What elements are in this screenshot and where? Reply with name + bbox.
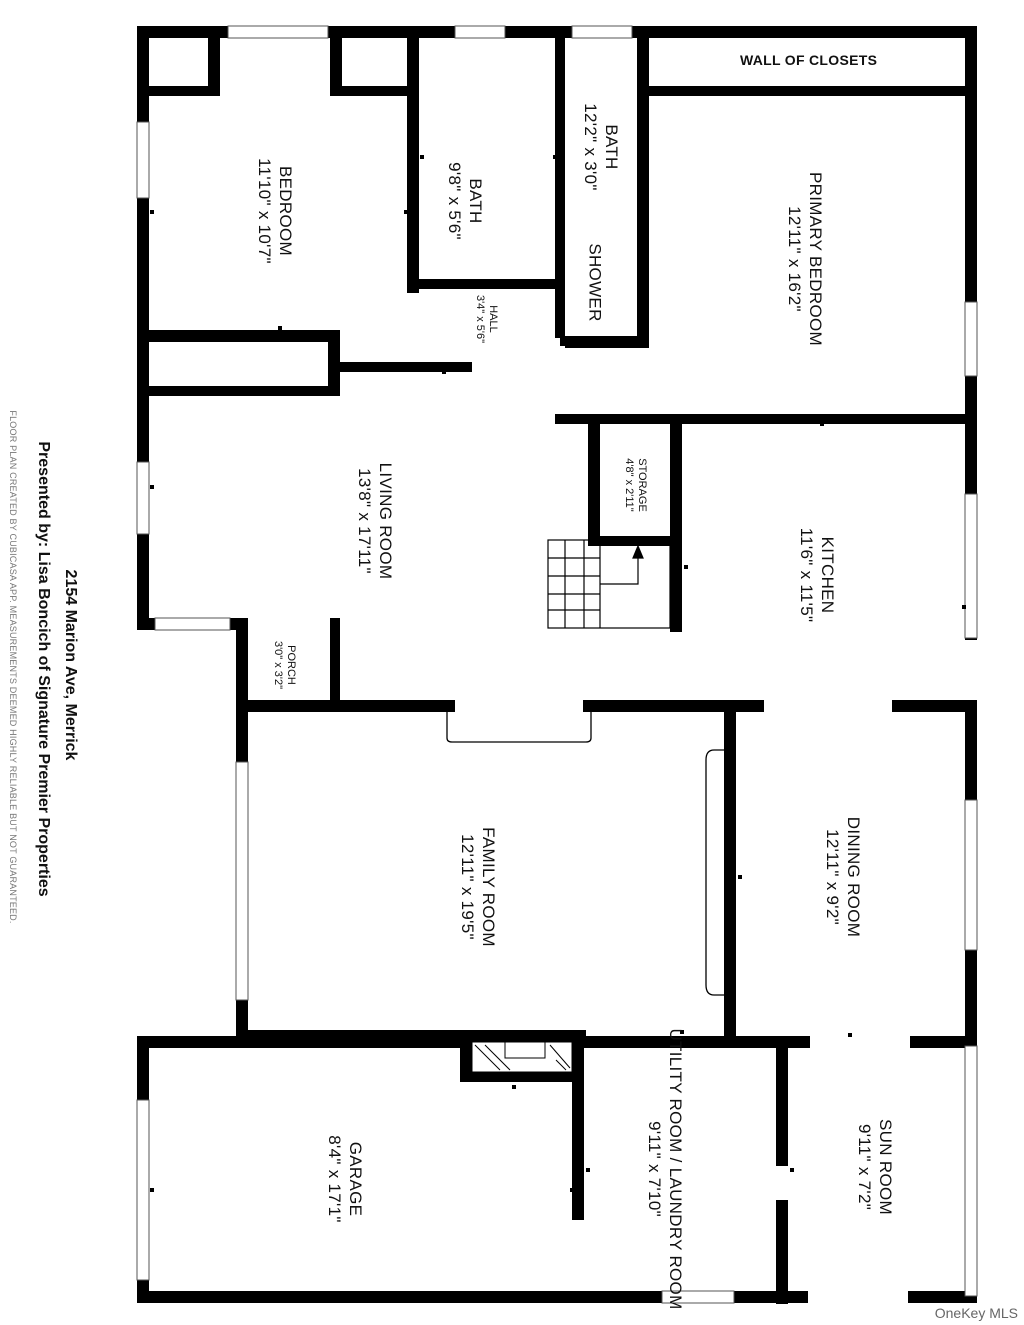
room-dimension: 9'8" x 5'6" [445,162,464,240]
room-name: BATH [602,124,621,170]
doors [455,346,977,1303]
room-dimension: 8'4" x 17'1" [325,1135,344,1223]
room-dimension: 13'8" x 17'11" [355,468,374,574]
windows [136,25,978,1304]
room-name: PORCH [285,645,297,685]
room-dimension: 9'11" x 7'2" [855,1123,874,1211]
room-dimension: 4'8" x 2'11" [623,458,635,512]
stairs [547,539,671,629]
room-label-storage: STORAGE 4'8" x 2'11" [622,440,648,530]
presented-by-caption: Presented by: Lisa Boncich of Signature … [35,441,52,897]
room-label-bath-2: BATH 12'2" x 3'0" [580,92,622,202]
room-dimension: 12'11" x 9'2" [823,829,842,925]
room-name: SUN ROOM [876,1119,895,1215]
room-name: BEDROOM [276,166,295,256]
room-dimension: 12'2" x 3'0" [581,103,600,191]
address-caption: 2154 Marion Ave, Merrick [62,569,79,761]
wall-of-closets-label: WALL OF CLOSETS [740,52,878,68]
room-label-hall: HALL 3'4" x 5'6" [473,279,499,359]
room-label-porch: PORCH 3'0" x 3'2" [271,625,297,705]
room-label-sun-room: SUN ROOM 9'11" x 7'2" [854,1082,896,1252]
watermark: OneKey MLS [934,1305,1018,1321]
room-label-living-room: LIVING ROOM 13'8" x 17'11" [354,421,396,621]
room-name: SHOWER [585,243,605,322]
room-label-garage: GARAGE 8'4" x 17'1" [324,1104,366,1254]
room-dimension: 12'11" x 19'5" [458,834,477,940]
room-name: FAMILY ROOM [479,827,498,947]
room-name: DINING ROOM [844,816,863,938]
room-dimension: 11'10" x 10'7" [255,158,274,264]
room-label-shower: SHOWER [585,238,606,328]
room-label-bath-1: BATH 9'8" x 5'6" [444,146,486,256]
room-dimension: 3'4" x 5'6" [474,294,486,344]
disclaimer-caption: FLOOR PLAN CREATED BY CUBICASA APP. MEAS… [8,410,18,924]
room-label-family-room: FAMILY ROOM 12'11" x 19'5" [457,787,499,987]
room-label-primary-bedroom: PRIMARY BEDROOM 12'11" x 16'2" [784,134,826,384]
room-label-dining-room: DINING ROOM 12'11" x 9'2" [822,777,864,977]
room-name: STORAGE [636,458,648,512]
room-dimension: 11'6" x 11'5" [797,527,816,623]
room-dimension: 9'11" x 7'10" [645,1121,664,1217]
room-dimension: 3'0" x 3'2" [272,640,284,690]
room-name: UTILITY ROOM / LAUNDRY ROOM [666,1028,685,1310]
room-label-kitchen: KITCHEN 11'6" x 11'5" [796,490,838,660]
room-label-utility-room: UTILITY ROOM / LAUNDRY ROOM 9'11" x 7'10… [644,1024,686,1314]
room-name: BATH [466,178,485,224]
fireplace [471,1041,573,1073]
room-name: KITCHEN [818,536,837,614]
room-name: HALL [487,305,499,333]
dimension-ticks [150,155,966,1192]
room-dimension: 12'11" x 16'2" [785,206,804,312]
room-name: PRIMARY BEDROOM [806,172,825,346]
room-name: LIVING ROOM [376,462,395,580]
room-name: GARAGE [346,1141,365,1217]
room-label-bedroom: BEDROOM 11'10" x 10'7" [254,116,296,306]
